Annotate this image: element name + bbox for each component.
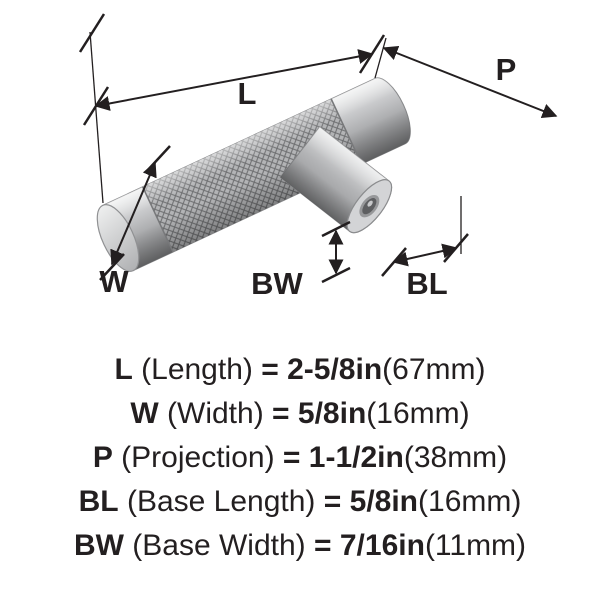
spec-code: L <box>114 353 133 386</box>
tick-basewidth-top <box>321 220 351 238</box>
dimension-line-projection <box>382 45 558 119</box>
spec-line-projection: P (Projection) = 1-1/2in(38mm) <box>74 436 526 480</box>
spec-equals: = <box>282 441 301 474</box>
bar-shading <box>102 78 411 271</box>
spec-line-base-width: BW (Base Width) = 7/16in(11mm) <box>74 524 526 568</box>
spec-value: 1-1/2in <box>308 441 404 474</box>
spec-name: (Base Length) <box>126 485 316 518</box>
dimension-label-projection: P <box>496 52 517 87</box>
spec-metric: (16mm) <box>366 397 470 430</box>
spec-code: BW <box>73 529 124 562</box>
knob-base-post <box>279 126 393 234</box>
dimension-line-baselength <box>392 243 458 267</box>
spec-line-width: W (Width) = 5/8in(16mm) <box>74 392 526 436</box>
tick-basewidth-bottom <box>321 266 351 284</box>
spec-value: 5/8in <box>349 485 419 518</box>
spec-value: 7/16in <box>339 529 425 562</box>
spec-name: (Base Width) <box>132 529 306 562</box>
spec-line-base-length: BL (Base Length) = 5/8in(16mm) <box>74 480 526 524</box>
screw-hole-highlight <box>367 200 373 207</box>
spec-equals: = <box>323 485 342 518</box>
dimension-line-length <box>94 49 374 111</box>
spec-metric: (11mm) <box>424 529 527 562</box>
extension-line-left <box>89 31 104 204</box>
tick-width-top <box>145 145 171 173</box>
spec-line-length: L (Length) = 2-5/8in(67mm) <box>74 348 526 392</box>
spec-metric: (67mm) <box>382 353 486 386</box>
knob-dimension-diagram: L P W BW BL <box>78 13 558 301</box>
dimension-spec-list: L (Length) = 2-5/8in(67mm) W (Width) = 5… <box>74 348 526 568</box>
spec-metric: (16mm) <box>418 485 522 518</box>
spec-value: 5/8in <box>297 397 367 430</box>
spec-equals: = <box>314 529 332 562</box>
spec-code: W <box>130 397 159 430</box>
spec-metric: (38mm) <box>403 441 508 474</box>
dimension-line-width <box>110 161 157 266</box>
dimension-label-length: L <box>238 76 257 111</box>
tick-top-left <box>78 13 106 53</box>
spec-name: (Length) <box>141 353 253 386</box>
spec-value: 2-5/8in <box>287 353 383 386</box>
spec-name: (Width) <box>167 397 264 430</box>
knob-diagram-area: L P W BW BL <box>78 13 558 301</box>
spec-name: (Projection) <box>121 441 275 474</box>
extension-line-right <box>374 37 387 79</box>
spec-code: BL <box>78 485 119 518</box>
dimension-annotations <box>78 13 558 284</box>
spec-equals: = <box>261 353 279 386</box>
dimension-label-basewidth: BW <box>251 266 303 301</box>
dimension-label-width: W <box>99 264 129 299</box>
spec-code: P <box>92 441 113 474</box>
dimension-label-baselength: BL <box>406 266 447 301</box>
spec-equals: = <box>272 397 290 430</box>
